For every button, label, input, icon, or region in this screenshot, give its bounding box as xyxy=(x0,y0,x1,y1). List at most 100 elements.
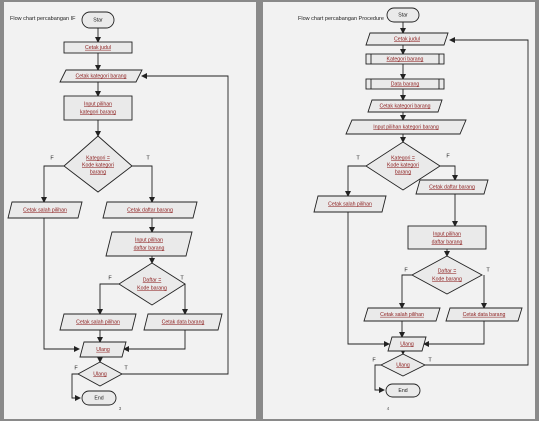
edge-daftar-false xyxy=(97,283,119,315)
r-node-kondisi-kategori-label-2: Kode kategori xyxy=(387,162,419,168)
page-number-left: 3 xyxy=(119,406,122,411)
node-cetak-kategori-label: Cetak kategori barang xyxy=(75,73,126,79)
node-cetak-data-label: Cetak data barang xyxy=(162,319,205,325)
node-cetak-judul xyxy=(63,41,133,54)
r-node-input-daftar xyxy=(407,225,487,250)
r-node-ulang-kondisi-label: Ulang xyxy=(396,362,410,368)
r-node-cetak-kategori xyxy=(367,99,443,113)
r-node-cetak-salah-1 xyxy=(313,195,387,213)
r-node-ulang xyxy=(387,336,427,352)
node-cetak-judul-label: Cetak judul xyxy=(85,45,111,51)
node-kondisi-kategori-label-2: Kode kategori xyxy=(82,162,114,168)
node-cetak-salah-2 xyxy=(59,313,137,331)
r-branch-label-t-2: T xyxy=(486,267,490,273)
r-node-start-label: Star xyxy=(398,12,408,18)
r-node-cetak-salah-2 xyxy=(363,307,441,322)
node-cetak-daftar-label: Cetak daftar barang xyxy=(127,207,173,213)
r-node-input-daftar-label-2: daftar barang xyxy=(432,239,463,245)
r-node-cetak-daftar-label: Cetak daftar barang xyxy=(429,184,475,190)
r-node-cetak-data-label: Cetak data barang xyxy=(463,312,506,318)
node-end xyxy=(81,390,117,406)
r-edge-salah1-ulang xyxy=(347,212,390,347)
branch-label-t-2: T xyxy=(180,275,184,281)
edge-ulang-true-loop xyxy=(122,73,229,375)
r-edge-kondisi-true xyxy=(440,165,458,181)
node-ulang-kondisi-label: Ulang xyxy=(93,371,107,377)
r-branch-label-t: T xyxy=(356,155,360,161)
node-start-label: Star xyxy=(93,17,103,23)
node-kondisi-kategori-label-3: barang xyxy=(90,169,106,175)
r-branch-label-t-3: T xyxy=(428,357,432,363)
node-cetak-salah-2-label: Cetak salah pilihan xyxy=(76,319,120,325)
branch-label-f: F xyxy=(50,155,54,161)
r-edge-ulang-true-loop xyxy=(425,37,529,366)
right-edges xyxy=(345,22,529,393)
node-input-daftar xyxy=(105,231,193,257)
r-branch-label-f-2: F xyxy=(404,267,408,273)
edge-kondisi-true xyxy=(132,165,155,203)
r-node-input-kategori-label: Input pilihan kategori barang xyxy=(373,124,439,130)
node-kondisi-daftar-label-1: Daftar = xyxy=(143,277,162,283)
edge-ulang-false-end xyxy=(71,373,81,401)
left-flowchart: Star Cetak judul Cetak kategori barang I… xyxy=(7,11,229,406)
r-edge-data-ulang xyxy=(423,321,485,347)
r-node-cetak-data xyxy=(445,307,523,322)
node-input-daftar-label-2: daftar barang xyxy=(134,245,165,251)
left-edges xyxy=(41,28,229,401)
node-cetak-data xyxy=(143,313,223,331)
node-ulang xyxy=(79,341,127,358)
node-input-kategori-label-2: kategori barang xyxy=(80,109,116,115)
r-node-kondisi-daftar xyxy=(411,255,483,295)
r-node-kondisi-kategori-label-1: Kategori = xyxy=(391,155,415,161)
node-end-label: End xyxy=(94,395,103,401)
branch-label-f-2: F xyxy=(108,275,112,281)
r-edge-daftar-false xyxy=(399,274,412,309)
r-node-cetak-salah-1-label: Cetak salah pilihan xyxy=(328,201,372,207)
node-cetak-kategori xyxy=(59,69,143,83)
r-edge-kondisi-false xyxy=(345,165,366,197)
r-edge-ulang-false-end xyxy=(374,364,385,393)
node-input-daftar-label-1: Input pilihan xyxy=(135,237,163,243)
node-input-kategori-label-1: Input pilihan xyxy=(84,101,112,107)
r-branch-label-f-3: F xyxy=(372,357,376,363)
r-node-kondisi-daftar-label-1: Daftar = xyxy=(438,268,457,274)
r-node-kondisi-daftar-label-2: Kode barang xyxy=(432,276,462,282)
r-node-cetak-salah-2-label: Cetak salah pilihan xyxy=(380,312,424,318)
r-node-end xyxy=(385,383,421,398)
page-title-right: Flow chart percabangan Procedure xyxy=(298,16,384,22)
r-node-start xyxy=(386,7,420,23)
node-cetak-salah-1-label: Cetak salah pilihan xyxy=(23,207,67,213)
branch-label-t-3: T xyxy=(124,365,128,371)
r-node-cetak-kategori-label: Cetak kategori barang xyxy=(379,103,430,109)
branch-label-t: T xyxy=(146,155,150,161)
r-node-ulang-label: Ulang xyxy=(400,341,414,347)
r-node-cetak-judul-label: Cetak judul xyxy=(394,36,420,42)
edge-salah1-ulang xyxy=(43,218,80,352)
r-node-kategori-barang xyxy=(365,53,445,65)
node-ulang-kondisi xyxy=(77,361,123,387)
node-cetak-salah-1 xyxy=(7,201,83,219)
r-node-kategori-barang-label: Kategori barang xyxy=(387,56,424,62)
node-kondisi-kategori-label-1: Kategori = xyxy=(86,155,110,161)
node-kondisi-daftar-label-2: Kode barang xyxy=(137,285,167,291)
edge-data-ulang xyxy=(123,330,186,352)
node-cetak-daftar xyxy=(102,201,198,219)
r-node-input-daftar-label-1: Input pilihan xyxy=(433,231,461,237)
edge-kondisi-false xyxy=(41,165,64,203)
r-node-data-barang-label: Data barang xyxy=(391,81,420,87)
r-node-data-barang xyxy=(365,78,445,90)
node-ulang-label: Ulang xyxy=(96,347,110,353)
r-node-cetak-daftar xyxy=(415,179,489,195)
right-flowchart: Star Cetak judul Kategori barang Data ba… xyxy=(313,7,529,398)
r-node-cetak-judul xyxy=(365,32,449,46)
r-branch-label-f: F xyxy=(446,153,450,159)
r-node-kondisi-kategori-label-3: barang xyxy=(395,169,411,175)
r-node-kondisi-kategori xyxy=(365,141,441,191)
node-start xyxy=(81,11,115,29)
page-number-right: 4 xyxy=(387,406,390,411)
node-kondisi-daftar xyxy=(118,262,186,306)
r-node-input-kategori xyxy=(345,119,467,135)
r-node-end-label: End xyxy=(398,388,407,394)
r-node-ulang-kondisi xyxy=(379,353,427,377)
